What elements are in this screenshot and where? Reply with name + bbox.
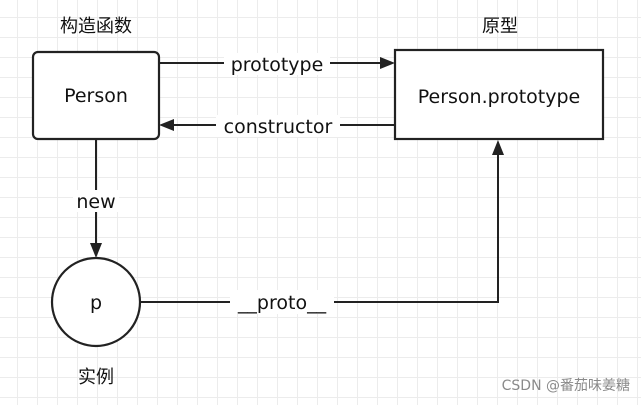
instance-caption: 实例 — [78, 367, 114, 388]
person-prototype-box — [393, 48, 605, 141]
proto-edge-line — [140, 154, 499, 303]
new-edge-label: new — [76, 191, 115, 213]
new-edge-label-bg — [73, 190, 119, 212]
proto-edge-label: __proto__ — [237, 292, 327, 314]
constructor-edge: constructor — [159, 115, 395, 138]
instance-node: p — [50, 256, 142, 348]
new-edge: new — [73, 139, 119, 258]
constructor-arrowhead — [159, 119, 174, 131]
prototype-edge-label: prototype — [231, 54, 324, 76]
csdn-watermark: CSDN @番茄味姜糖 — [502, 377, 630, 394]
new-arrowhead — [90, 243, 102, 258]
constructor-caption: 构造函数 — [60, 16, 132, 37]
instance-label: p — [90, 292, 102, 314]
constructor-edge-label: constructor — [224, 116, 333, 138]
proto-arrowhead — [492, 140, 504, 155]
person-prototype-label: Person.prototype — [418, 86, 580, 108]
person-label: Person — [64, 85, 128, 107]
prototype-arrowhead — [380, 57, 395, 69]
proto-edge: __proto__ — [140, 140, 504, 314]
prototype-edge: prototype — [159, 53, 395, 76]
instance-circle — [50, 256, 142, 348]
prototype-caption: 原型 — [482, 16, 518, 37]
prototype-edge-label-bg — [224, 53, 330, 75]
person-prototype-node: Person.prototype — [393, 48, 605, 141]
person-box — [31, 50, 161, 141]
constructor-edge-label-bg — [216, 115, 340, 137]
proto-edge-label-bg — [230, 290, 334, 314]
person-node: Person — [31, 50, 161, 141]
